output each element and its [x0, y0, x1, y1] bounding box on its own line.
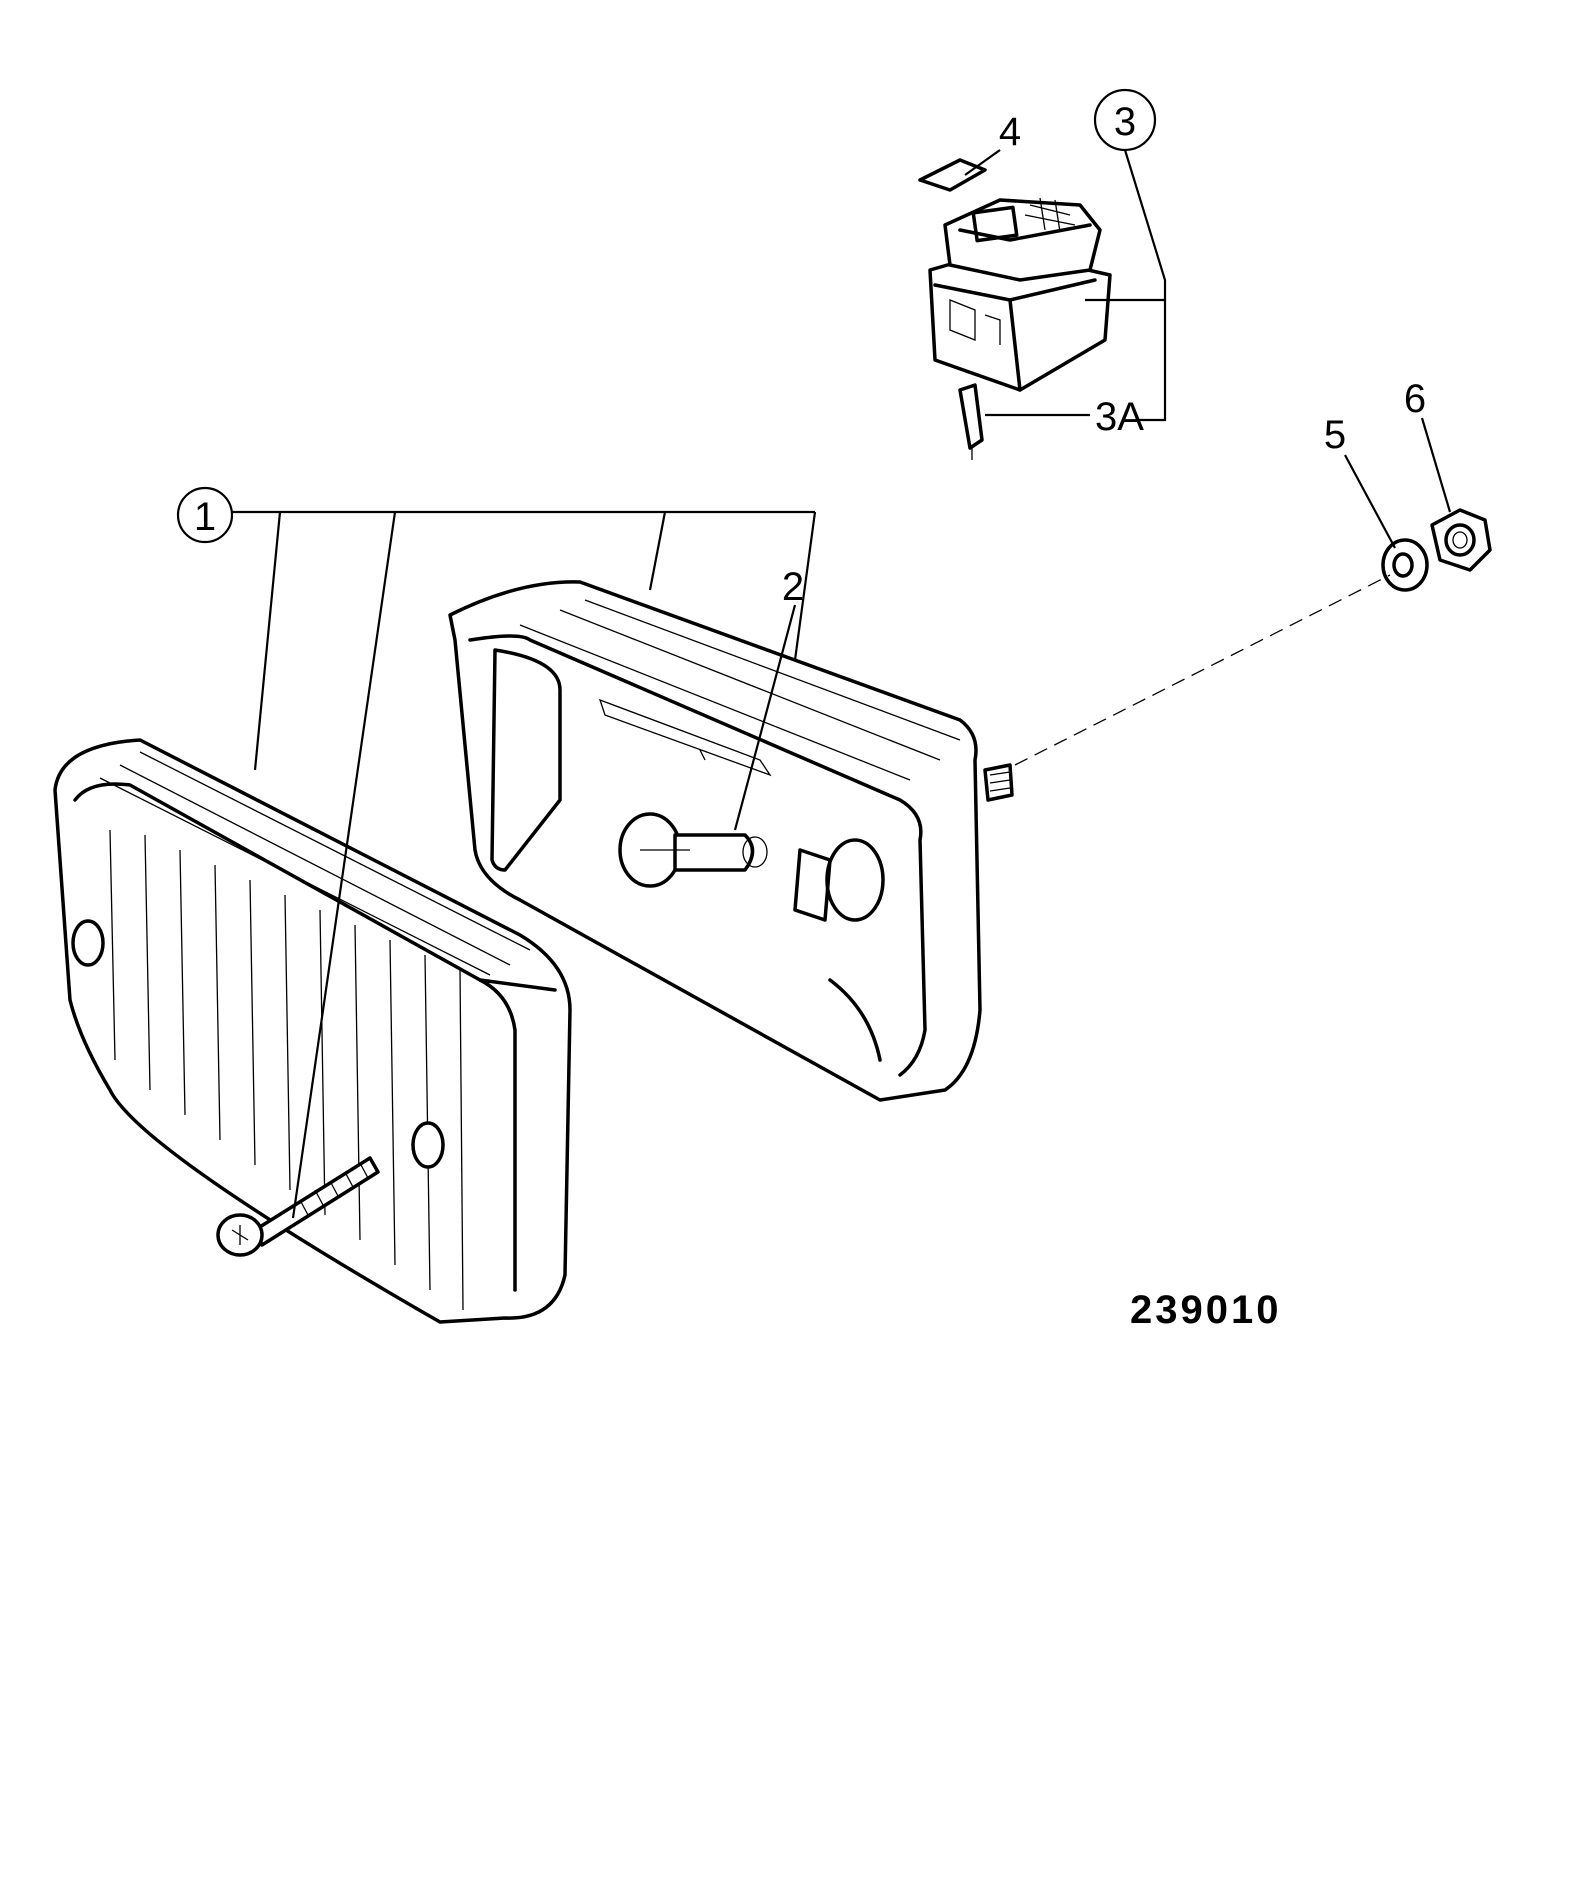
lamp-lens	[53, 738, 572, 1324]
switch-bulb	[958, 383, 984, 450]
lamp-housing	[448, 580, 1014, 1102]
screw	[216, 1156, 380, 1257]
callout-6: 6	[1404, 377, 1426, 421]
callout-2: 2	[782, 565, 804, 609]
washer	[1381, 538, 1429, 592]
switch-cover	[918, 158, 987, 192]
lens-hole-right	[411, 1121, 445, 1169]
lens-hole-left	[71, 919, 105, 967]
svg-text:3: 3	[1114, 100, 1136, 144]
reference-number: 239010	[1130, 1288, 1281, 1332]
callout-3: 3	[1093, 88, 1157, 152]
svg-text:6: 6	[1404, 377, 1426, 421]
bulb	[618, 812, 768, 888]
callout-4: 4	[999, 110, 1021, 154]
svg-text:1: 1	[194, 495, 216, 539]
svg-text:4: 4	[999, 110, 1021, 154]
assembly-axis	[1014, 574, 1391, 766]
svg-text:2: 2	[782, 565, 804, 609]
svg-text:5: 5	[1324, 413, 1346, 457]
callout-1: 1	[176, 486, 234, 544]
switch-assembly	[928, 197, 1112, 460]
callout-3a: 3A	[1095, 395, 1144, 439]
mounting-stud	[983, 763, 1014, 802]
nut	[1430, 508, 1492, 572]
svg-text:3A: 3A	[1095, 395, 1144, 439]
callout-5: 5	[1324, 413, 1346, 457]
leader-lines	[232, 149, 1452, 1219]
